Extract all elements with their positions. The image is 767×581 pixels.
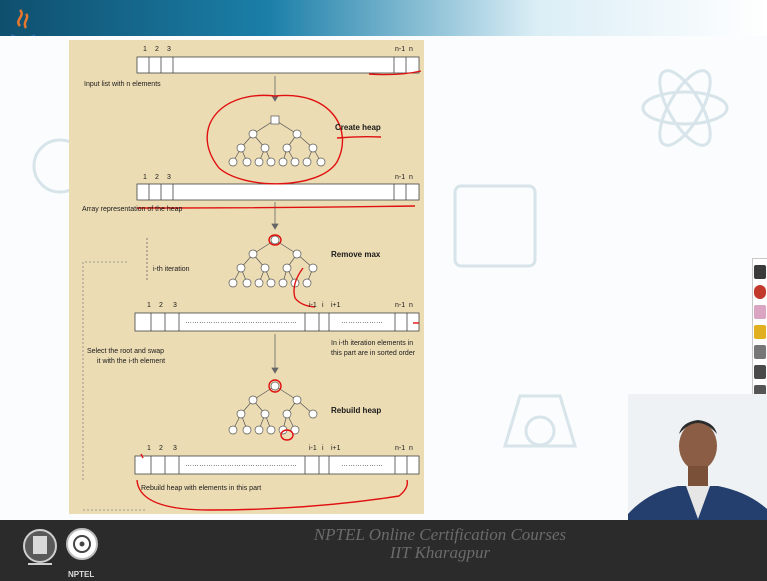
index-label: i+1 (331, 445, 341, 453)
index-label: 1 (143, 174, 147, 182)
rebuild-caption: Rebuild heap with elements in this part (141, 485, 261, 493)
highlighter-tool-icon[interactable] (754, 325, 766, 339)
index-label: 1 (143, 46, 147, 54)
index-label: 3 (167, 174, 171, 182)
index-label: i (322, 445, 324, 453)
heap-tree-create (229, 116, 325, 166)
eraser-tool-icon[interactable] (754, 305, 766, 319)
index-label: i-1 (309, 302, 317, 310)
index-label: 3 (173, 302, 177, 310)
index-label: n (409, 445, 413, 453)
array-dots: ……………… (341, 318, 383, 326)
index-label: 2 (159, 302, 163, 310)
red-pen-annotations (137, 71, 421, 510)
create-heap-label: Create heap (335, 123, 381, 132)
array-dots: ……………… (341, 461, 383, 469)
index-label: n (409, 46, 413, 54)
input-list-caption: Input list with n elements (84, 81, 161, 89)
color-picker-icon[interactable] (754, 285, 766, 299)
index-label: 3 (173, 445, 177, 453)
index-label: n (409, 302, 413, 310)
index-label: i+1 (331, 302, 341, 310)
course-banner: NPTEL Online Certification Courses IIT K… (200, 526, 680, 562)
pen-tool-icon[interactable] (754, 265, 766, 279)
index-label: n (409, 174, 413, 182)
array-dots: ………………………………………… (185, 318, 297, 326)
select-root-caption-1: Select the root and swap (87, 348, 164, 356)
select-root-caption-2: it with the i-th element (97, 358, 165, 366)
index-label: 2 (159, 445, 163, 453)
sorted-part-caption-1: In i-th iteration elements in (331, 340, 413, 348)
rebuild-heap-label: Rebuild heap (331, 406, 381, 415)
slide-header-band (0, 0, 767, 36)
array-representation-caption: Array representation of the heap (82, 206, 182, 214)
heapsort-diagram: 1 2 3 n-1 n Input list with n elements C… (69, 40, 424, 514)
index-label: n-1 (395, 445, 405, 453)
index-label: n-1 (395, 302, 405, 310)
index-label: 1 (147, 302, 151, 310)
diagram-drawing (69, 40, 424, 514)
index-label: n-1 (395, 46, 405, 54)
pointer-tool-icon[interactable] (754, 345, 766, 359)
index-label: i (322, 302, 324, 310)
index-label: 3 (167, 46, 171, 54)
banner-line-2: IIT Kharagpur (200, 544, 680, 562)
heap-tree-remove (229, 236, 317, 287)
nptel-logo-text: NPTEL (68, 570, 94, 579)
heap-tree-rebuild (229, 382, 317, 434)
nptel-logo-icon (64, 526, 100, 570)
index-label: 2 (155, 46, 159, 54)
array-dots: ………………………………………… (185, 461, 297, 469)
ith-iteration-label: i-th iteration (153, 266, 190, 274)
banner-line-1: NPTEL Online Certification Courses (200, 526, 680, 544)
remove-max-label: Remove max (331, 250, 380, 259)
line-tool-icon[interactable] (754, 365, 766, 379)
sorted-part-caption-2: this part are in sorted order (331, 350, 415, 358)
iit-logo-icon (22, 526, 58, 570)
index-label: 2 (155, 174, 159, 182)
index-label: i-1 (309, 445, 317, 453)
index-label: 1 (147, 445, 151, 453)
index-label: n-1 (395, 174, 405, 182)
